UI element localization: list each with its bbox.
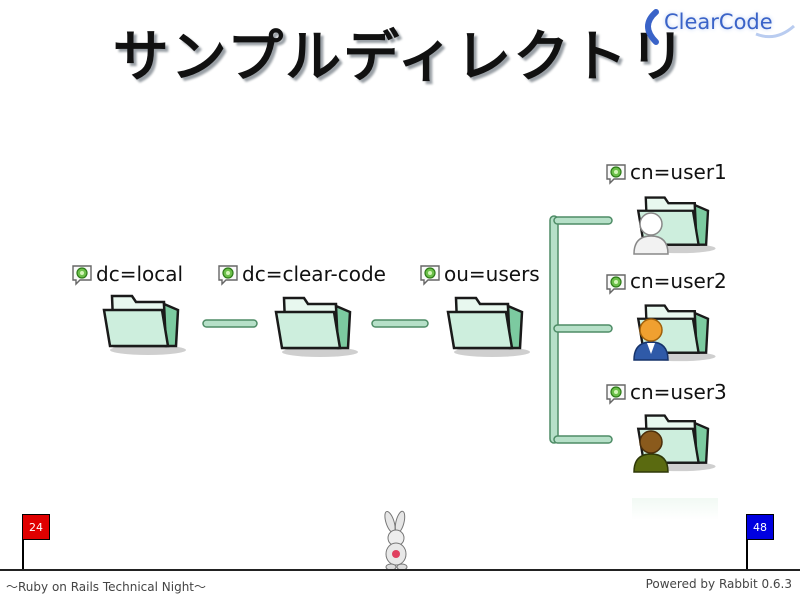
connector-user1 — [554, 217, 612, 224]
connector-user3 — [554, 436, 612, 443]
node-label: dc=local — [96, 262, 183, 286]
rabbit-icon — [376, 510, 416, 572]
node-label: dc=clear-code — [242, 262, 386, 286]
entry-bubble-icon — [70, 263, 94, 287]
node-label: ou=users — [444, 262, 540, 286]
logo-text: ClearCode — [664, 10, 773, 34]
current-page-number: 24 — [22, 514, 50, 540]
connector-org-ou — [372, 320, 428, 327]
user-white-icon — [630, 208, 672, 256]
node-label: cn=user1 — [630, 160, 727, 184]
entry-bubble-icon — [216, 263, 240, 287]
connector-root-org — [203, 320, 257, 327]
entry-bubble-icon — [604, 382, 628, 406]
folder-reflection — [632, 498, 718, 520]
total-pages-number: 48 — [746, 514, 774, 540]
footer-event-name: 〜Ruby on Rails Technical Night〜 — [6, 578, 206, 595]
connector-trunk — [550, 216, 558, 443]
folder-icon — [442, 290, 532, 360]
folder-icon — [270, 290, 360, 360]
user-green-icon — [630, 426, 672, 474]
user-blue-icon — [630, 314, 672, 362]
folder-icon — [98, 288, 188, 358]
footer-powered-by: Powered by Rabbit 0.6.3 — [646, 577, 792, 591]
entry-bubble-icon — [604, 162, 628, 186]
node-label: cn=user3 — [630, 380, 727, 404]
entry-bubble-icon — [418, 263, 442, 287]
entry-bubble-icon — [604, 272, 628, 296]
connector-user2 — [554, 325, 612, 332]
node-label: cn=user2 — [630, 269, 727, 293]
progress-track — [0, 569, 800, 571]
